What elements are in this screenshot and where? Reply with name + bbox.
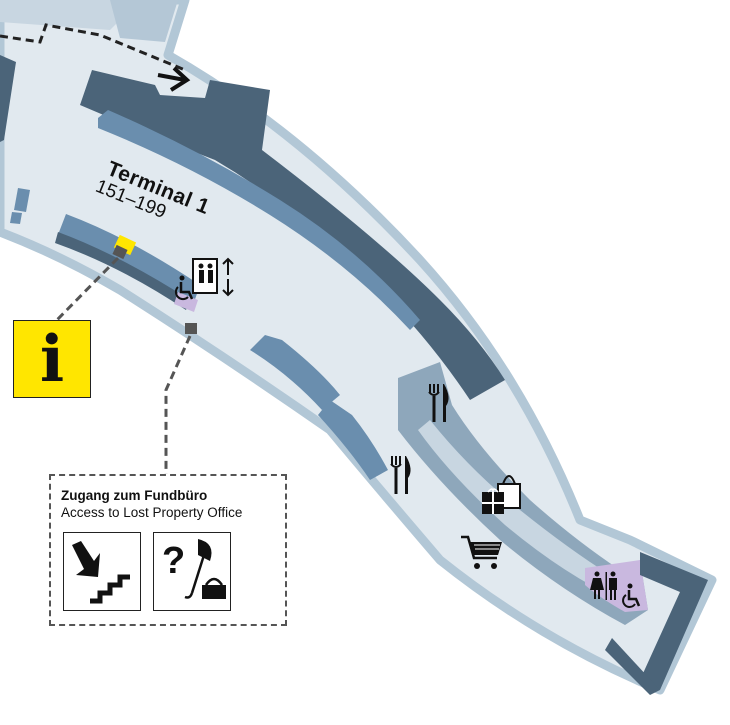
shopping-cart-icon [461,535,502,569]
left-small-block-2 [10,212,22,224]
elevator-icon [192,257,234,297]
pier-end-dark [640,552,708,690]
lost-property-leader-anchor [185,323,197,334]
upper-left-structure [0,0,130,30]
upper-left-block [110,0,178,42]
stairs-down-icon [63,532,141,611]
lost-property-label-en: Access to Lost Property Office [61,505,243,520]
toilets-icon [590,571,617,600]
accessible-zone [174,292,198,312]
left-edge-block [0,55,16,142]
dashed-route-line [0,23,186,72]
info-leader-line [50,256,120,327]
mid-blue-block-2 [318,400,388,480]
lost-property-graphic: ? [162,539,226,599]
direction-arrow-icon [157,66,191,92]
restaurant-icon [428,384,449,422]
inner-curved-dark [55,232,190,310]
wheelchair-icon [174,275,194,301]
pier-lower-dark [605,638,660,695]
wheelchair-icon [622,583,641,608]
dark-building-block [80,70,505,400]
pier-inner-floor [418,420,620,600]
mid-blue-block-1 [250,335,340,410]
left-small-block-1 [14,188,30,212]
info-leader-anchor [112,244,128,260]
gift-shop-icon [482,475,521,514]
svg-text:?: ? [162,540,185,582]
stairs-down-graphic [72,541,130,604]
restaurant-icon [390,456,411,494]
lost-property-icon: ? [153,532,231,611]
lost-property-leader-line [164,335,192,474]
lost-property-callout: Zugang zum Fundbüro Access to Lost Prope… [49,474,287,626]
information-symbol: i [39,322,65,397]
mid-blue-strip-top [98,110,420,330]
information-icon: i [13,320,91,398]
lost-property-label-de: Zugang zum Fundbüro [61,488,208,503]
